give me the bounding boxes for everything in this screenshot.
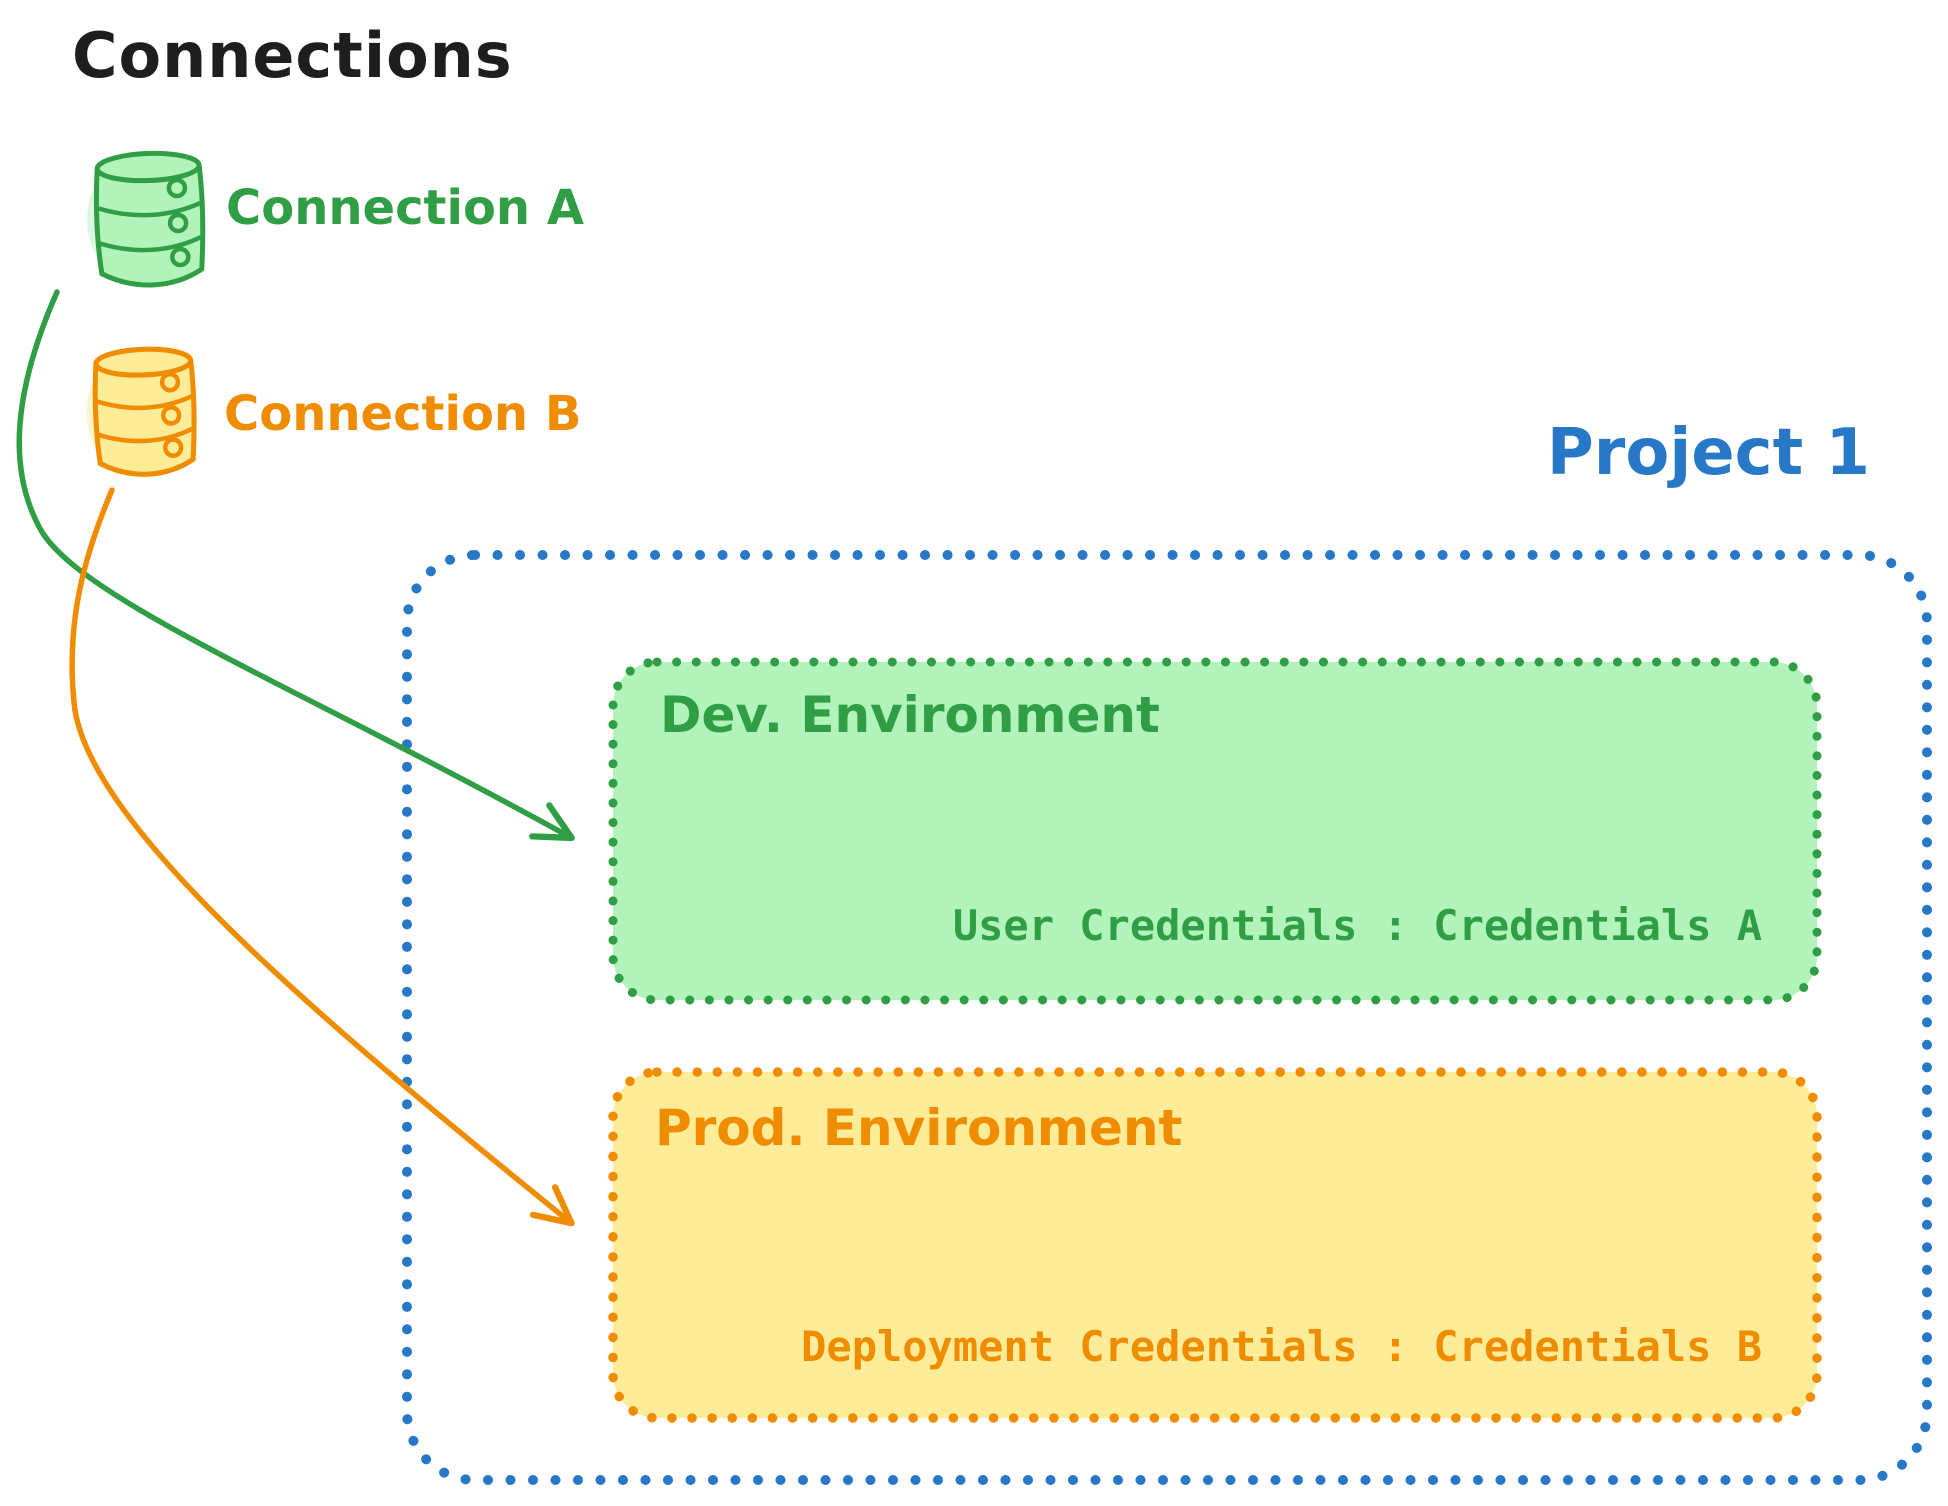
prod-environment-box [608, 1067, 1822, 1423]
project-title: Project 1 [1546, 416, 1870, 490]
connection-a-label: Connection A [226, 180, 584, 236]
connection-a-arrow [16, 289, 575, 842]
dev-environment-credentials: User Credentials : Credentials A [952, 901, 1762, 950]
connection-b-database-icon [86, 346, 197, 477]
dev-environment-title: Dev. Environment [660, 686, 1160, 744]
connection-b-arrow [69, 487, 575, 1227]
connection-a-database-icon [86, 150, 206, 288]
dev-environment-box [608, 657, 1822, 1005]
project-box [402, 550, 1932, 1485]
prod-environment-credentials: Deployment Credentials : Credentials B [801, 1322, 1762, 1371]
connection-b-label: Connection B [224, 386, 582, 442]
prod-environment-title: Prod. Environment [655, 1099, 1183, 1157]
page-title: Connections [72, 19, 513, 92]
